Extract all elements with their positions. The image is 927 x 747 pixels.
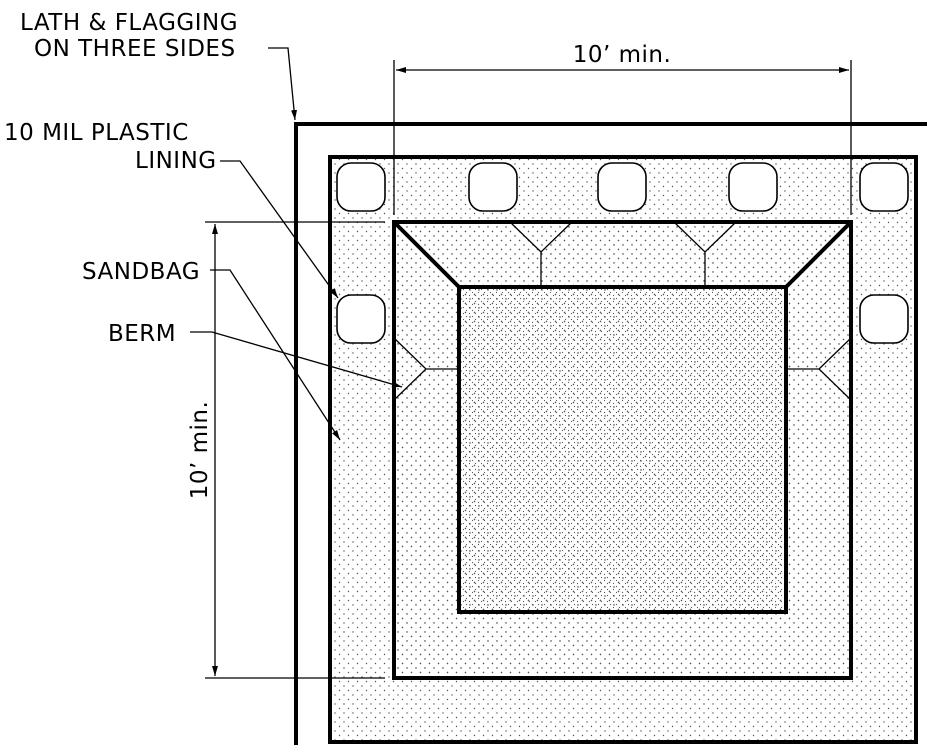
horizontal-dimension-label: 10’ min. (573, 42, 672, 68)
lath-flagging-fence (294, 122, 927, 745)
berm-symbols (393, 221, 852, 401)
lath-label-line1: LATH & FLAGGING (20, 10, 238, 36)
lath-label-line2: ON THREE SIDES (34, 36, 236, 62)
horizontal-dimension: 10’ min. (393, 42, 852, 215)
sandbag-icon (728, 162, 778, 212)
vertical-dimension-label: 10’ min. (187, 401, 213, 500)
sandbag-icon (468, 162, 518, 212)
callout-berm: BERM (108, 321, 403, 388)
vertical-dimension: 10’ min. (187, 221, 385, 679)
sandbag-icon (597, 162, 647, 212)
lining-label-line2: LINING (135, 148, 217, 174)
callout-lath-flagging: LATH & FLAGGING ON THREE SIDES (20, 10, 298, 121)
sandbags (336, 162, 909, 344)
sandbag-icon (336, 294, 386, 344)
sandbag-icon (859, 162, 909, 212)
sandbag-icon (859, 294, 909, 344)
washout-pit-bottom (457, 285, 788, 614)
pit-slope-lines (392, 220, 853, 289)
sandbag-label: SANDBAG (82, 259, 200, 285)
sandbag-icon (336, 162, 386, 212)
callout-plastic-lining: 10 MIL PLASTIC LINING (4, 120, 339, 299)
berm-label: BERM (108, 321, 176, 347)
callout-sandbag: SANDBAG (82, 259, 341, 441)
lining-label-line1: 10 MIL PLASTIC (4, 120, 189, 146)
